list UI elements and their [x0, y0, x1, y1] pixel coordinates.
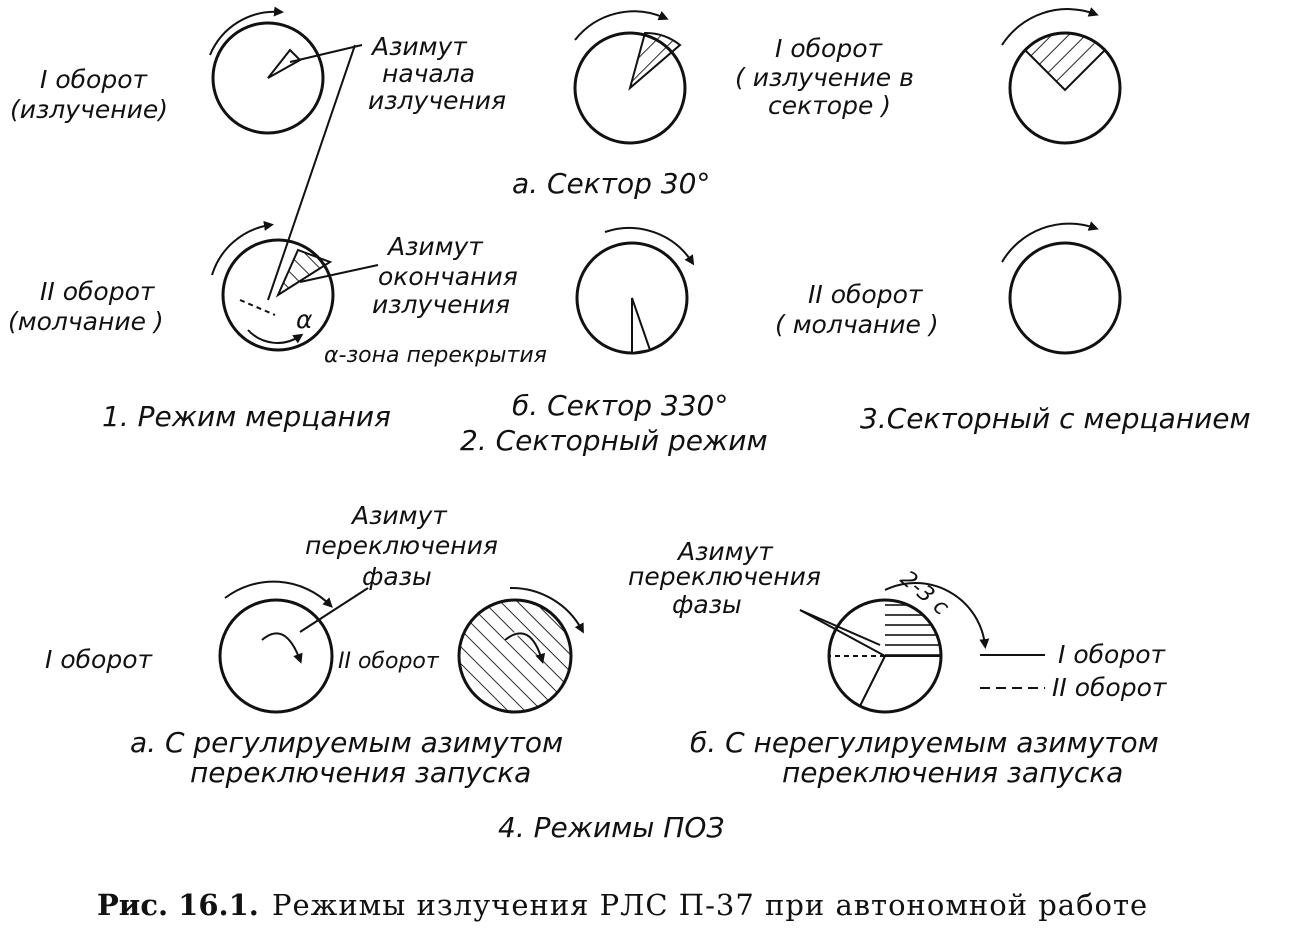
- mode1-turn2-line2: (молчание ): [8, 307, 164, 336]
- row2a-turn2: II оборот: [338, 649, 440, 674]
- mode3-turn2-2: ( молчание ): [775, 310, 939, 339]
- mode1-circle-1: [209, 6, 325, 135]
- mode3-title: 3.Секторный с мерцанием: [860, 402, 1251, 435]
- caption-prefix: Рис. 16.1.: [97, 888, 259, 922]
- row2a-az-3: фазы: [362, 562, 432, 591]
- mode1-circle-2: [211, 44, 379, 352]
- mode3-turn1-2: ( излучение в: [735, 63, 914, 92]
- mode2-sector-b: б. Сектор 330°: [512, 389, 728, 422]
- row2b-az-3: фазы: [672, 590, 742, 619]
- row2b-az-2: переключения: [628, 562, 821, 591]
- mode1-az-end-1: Азимут: [386, 232, 484, 261]
- row2-title: 4. Режимы ПОЗ: [498, 811, 724, 844]
- row2b-title-1: б. С нерегулируемым азимутом: [690, 726, 1159, 759]
- mode3-turn2-1: II оборот: [808, 280, 924, 309]
- row2a-title-1: а. С регулируемым азимутом: [130, 726, 563, 759]
- row2a-circle-2: [457, 586, 584, 714]
- mode1-az-start-2: начала: [382, 59, 475, 88]
- mode2-circle-30: [573, 10, 687, 145]
- mode3-circle-2: [1001, 221, 1122, 355]
- mode1-title: 1. Режим мерцания: [102, 400, 391, 433]
- mode1-overlap: α-зона перекрытия: [324, 343, 547, 368]
- row2a-az-2: переключения: [305, 531, 498, 560]
- caption-text: Режимы излучения РЛС П-37 при автономной…: [272, 888, 1148, 922]
- mode3-turn1-3: секторе ): [768, 91, 891, 120]
- leader-end: [299, 264, 379, 283]
- row2a-title-2: переключения запуска: [190, 756, 531, 789]
- mode1-alpha: α: [296, 305, 313, 334]
- legend-dashed-label: II оборот: [1052, 673, 1168, 702]
- row2a-circle-1: [218, 580, 369, 714]
- row2b-az-1: Азимут: [676, 537, 774, 566]
- mode3-turn1-1: I оборот: [775, 34, 883, 63]
- mode1-az-start-1: Азимут: [370, 32, 468, 61]
- legend-solid-label: I оборот: [1058, 640, 1166, 669]
- mode3-circle-1: [1001, 7, 1122, 145]
- leader-start: [267, 44, 356, 301]
- row2b-circle: [799, 582, 990, 714]
- mode1-turn1-line2: (излучение): [10, 95, 168, 124]
- mode2-circle-330: [575, 227, 695, 355]
- mode1-az-start-3: излучения: [368, 86, 506, 115]
- mode2-sector-a: а. Сектор 30°: [512, 167, 710, 200]
- mode1-az-end-3: излучения: [372, 290, 510, 319]
- row2b-title-2: переключения запуска: [782, 756, 1123, 789]
- row2a-az-1: Азимут: [350, 501, 448, 530]
- mode1-az-end-2: окончания: [378, 262, 518, 291]
- mode1-turn1-line1: I оборот: [40, 65, 148, 94]
- mode2-title: 2. Секторный режим: [460, 424, 768, 457]
- row2a-turn1: I оборот: [45, 645, 153, 674]
- mode1-turn2-line1: II оборот: [40, 277, 156, 306]
